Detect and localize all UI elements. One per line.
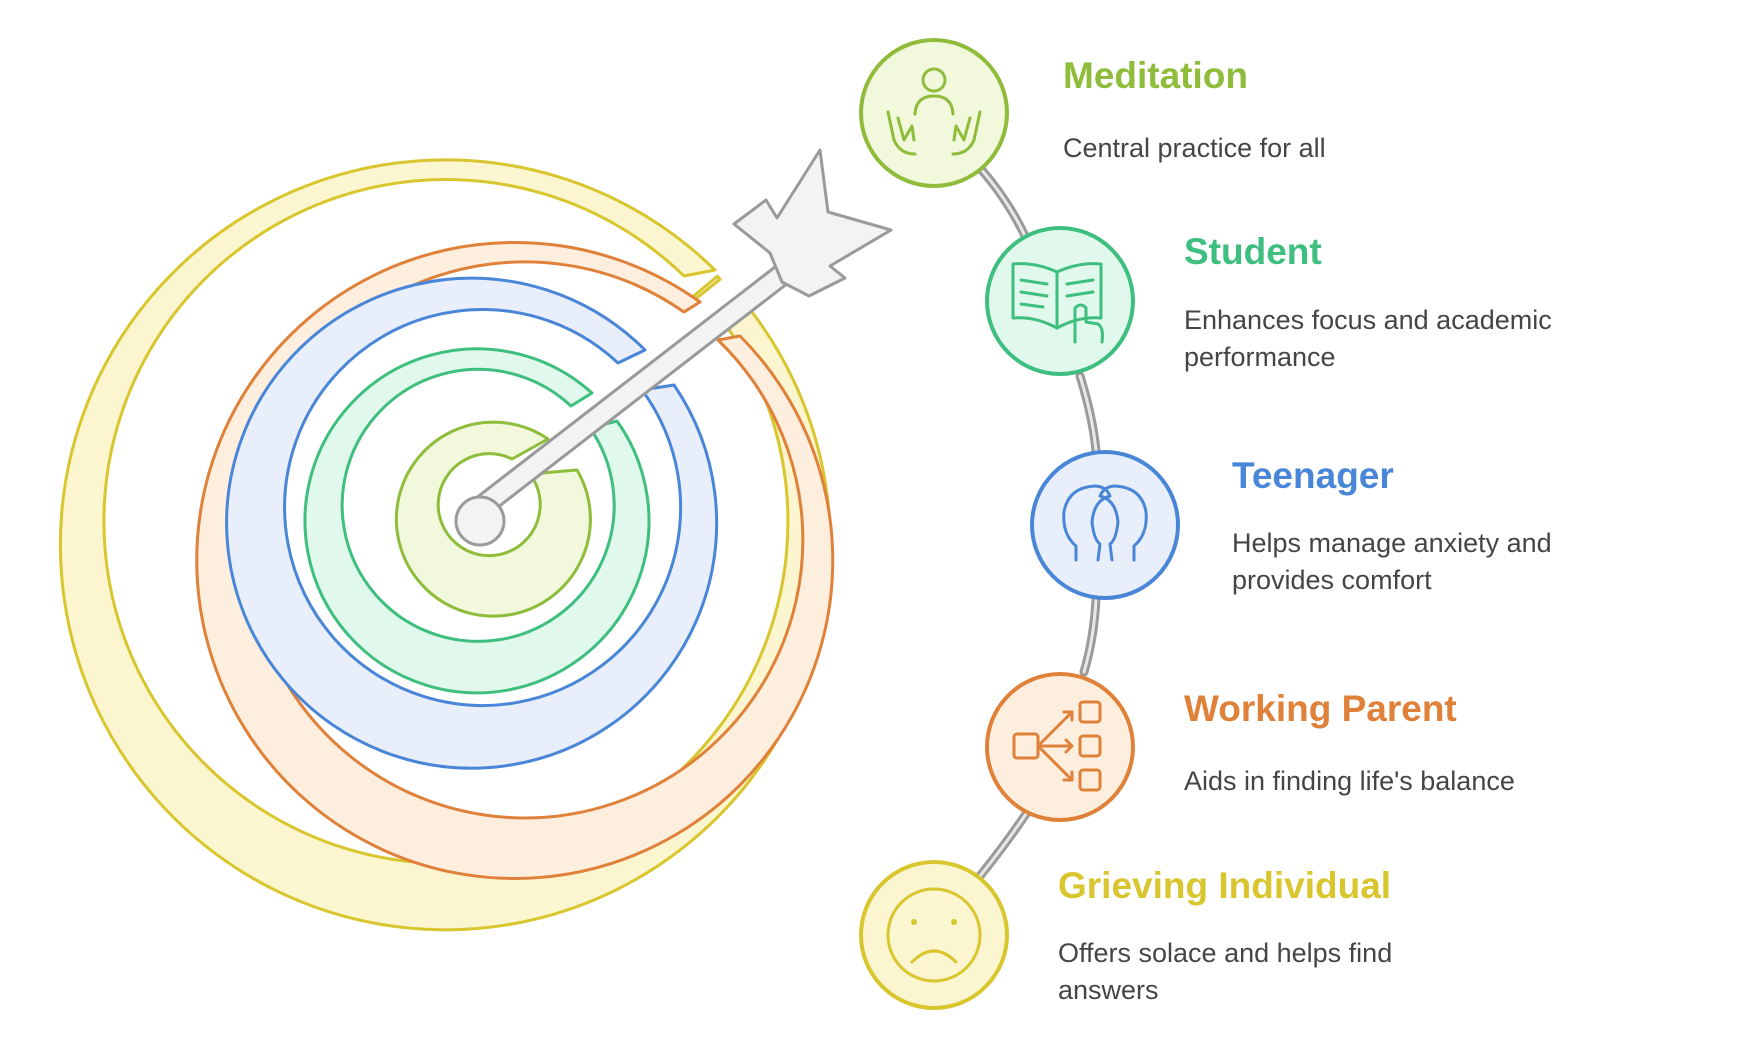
working-parent-title: Working Parent — [1184, 688, 1457, 729]
teenager-node — [1030, 450, 1180, 600]
working-parent-description: Aids in finding life's balance — [1184, 766, 1515, 796]
arrow-tip — [454, 495, 506, 547]
flow-branches-icon — [1012, 700, 1102, 792]
grieving-node — [859, 860, 1009, 1010]
meditation-title: Meditation — [1063, 55, 1248, 96]
meditation-description: Central practice for all — [1063, 133, 1326, 163]
grieving-individual-description: Offers solace and helps find answers — [1058, 938, 1393, 1005]
sad-face-eye — [951, 919, 957, 925]
sad-face-eye — [911, 919, 917, 925]
ring-grieving — [58, 158, 832, 932]
meditation-node — [859, 38, 1009, 188]
teenager-title: Teenager — [1232, 455, 1394, 496]
connectors-inner — [978, 166, 1098, 878]
teenager-description: Helps manage anxiety and provides comfor… — [1232, 528, 1552, 595]
hands-person-icon — [886, 67, 982, 156]
arrow — [454, 148, 893, 547]
ring-meditation — [394, 420, 592, 618]
sad-face-icon — [886, 887, 982, 983]
arrow-fletching — [732, 148, 893, 298]
student-description: Enhances focus and academic performance — [1184, 305, 1552, 372]
target-rings — [58, 158, 835, 932]
two-heads-icon — [1062, 484, 1148, 562]
grieving-individual-title: Grieving Individual — [1058, 865, 1392, 906]
ring-student — [303, 347, 651, 695]
student-node — [985, 226, 1135, 376]
open-book-hand-icon — [1011, 262, 1104, 344]
parent-node — [985, 672, 1135, 822]
ring-teenager — [225, 276, 719, 770]
student-title: Student — [1184, 231, 1322, 272]
